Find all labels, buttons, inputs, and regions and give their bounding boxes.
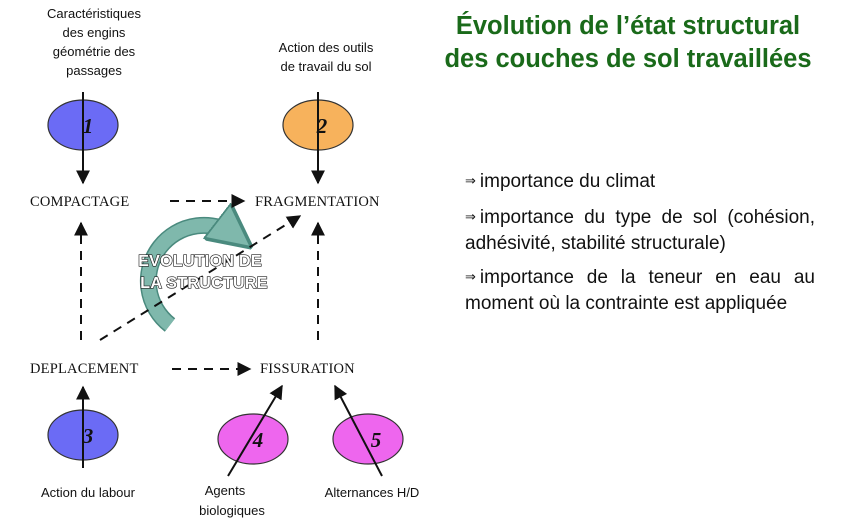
implies-arrow-icon: ⇒ <box>465 174 476 189</box>
factor-1: Caractéristiques des engins géométrie de… <box>47 6 141 185</box>
factor-3-number: 3 <box>82 424 94 448</box>
factor-1-label-line2: des engins <box>63 25 126 40</box>
arrow-deplacement-to-fragmentation <box>99 215 302 341</box>
center-label-line1: EVOLUTION DE <box>138 253 262 270</box>
factor-4: 4 Agents biologiques <box>199 384 289 518</box>
bullet-text: importance du climat <box>479 171 656 192</box>
implies-arrow-icon: ⇒ <box>465 270 476 285</box>
bullet-text: importance de la teneur en eau au moment… <box>465 267 815 314</box>
implies-arrow-icon: ⇒ <box>465 210 476 225</box>
slide-title-line2: des couches de sol travaillées <box>444 45 812 73</box>
factor-4-label-line2: biologiques <box>199 503 265 518</box>
factor-5-arrow <box>334 384 383 477</box>
factor-1-label-line3: géométrie des <box>53 44 136 59</box>
factor-2-number: 2 <box>316 114 328 138</box>
bullet-item-type-de-sol: ⇒importance du type de sol (cohésion, ad… <box>465 206 815 256</box>
factor-2: Action des outils de travail du sol 2 <box>279 40 374 185</box>
node-fragmentation: FRAGMENTATION <box>255 194 380 210</box>
factor-1-number: 1 <box>83 114 94 138</box>
bullet-item-teneur-en-eau: ⇒importance de la teneur en eau au momen… <box>465 266 815 316</box>
node-compactage: COMPACTAGE <box>30 194 129 210</box>
factor-5-label-line1: Alternances H/D <box>325 485 420 500</box>
factor-4-arrow <box>227 384 283 477</box>
factor-4-number: 4 <box>252 428 264 452</box>
factor-1-label-line4: passages <box>66 63 122 78</box>
factor-2-label-line1: Action des outils <box>279 40 374 55</box>
bullet-list: ⇒importance du climat ⇒importance du typ… <box>465 170 815 326</box>
factor-1-label-line1: Caractéristiques <box>47 6 141 21</box>
bullet-item-climat: ⇒importance du climat <box>465 170 815 196</box>
bullet-text: importance du type de sol (cohésion, adh… <box>465 207 815 254</box>
slide-title-line1: Évolution de l’état structural <box>455 12 801 40</box>
factor-4-ellipse <box>217 413 289 465</box>
factor-2-label-line2: de travail du sol <box>280 59 371 74</box>
factor-4-label-line1: Agents <box>205 483 246 498</box>
node-deplacement: DEPLACEMENT <box>30 361 139 377</box>
node-fissuration: FISSURATION <box>260 361 355 377</box>
factor-5: 5 Alternances H/D <box>325 384 420 500</box>
center-label-line2: LA STRUCTURE <box>140 275 267 292</box>
slide-title: Évolution de l’état structural des couch… <box>405 10 851 76</box>
factor-3: 3 Action du labour <box>41 385 136 500</box>
factor-5-number: 5 <box>371 428 382 452</box>
factor-5-ellipse <box>332 413 404 465</box>
factor-3-label-line1: Action du labour <box>41 485 136 500</box>
